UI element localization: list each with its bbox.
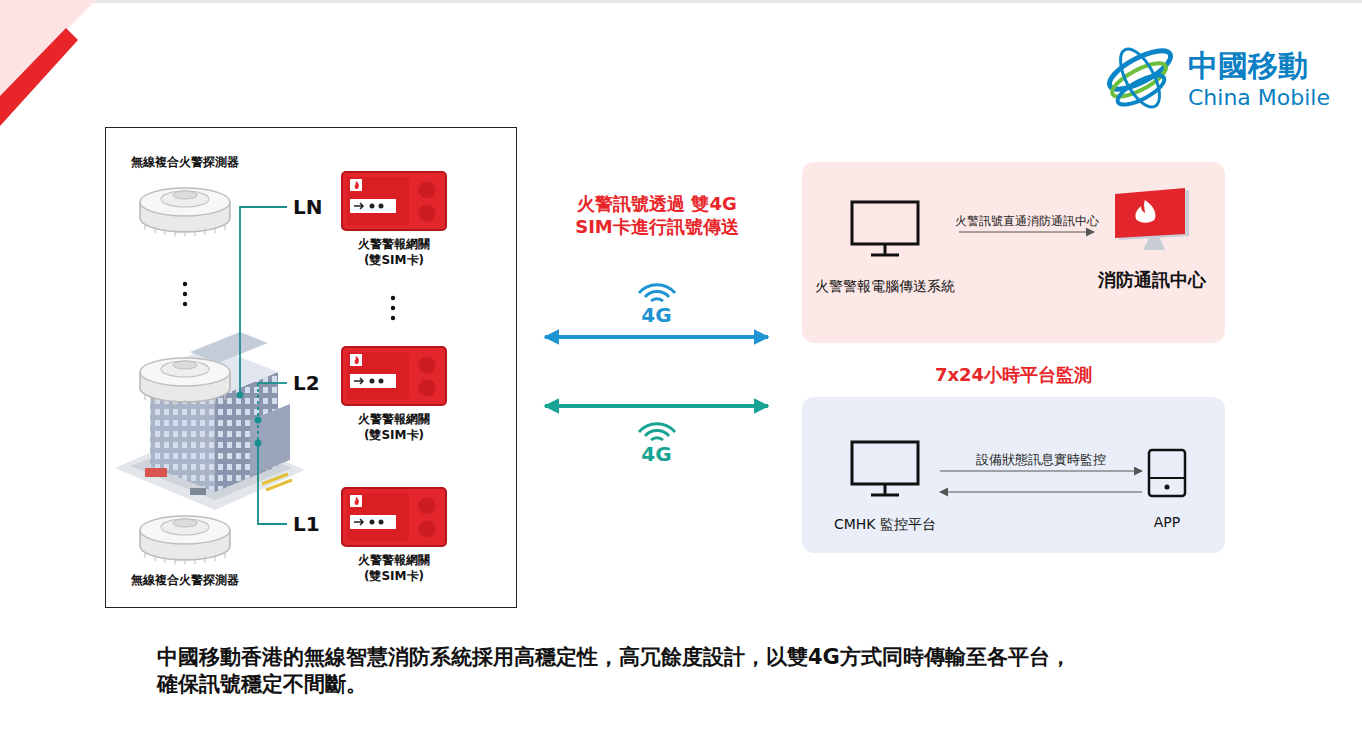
panel-heading: 7x24小時平台監測 bbox=[802, 363, 1225, 387]
floor-label: L1 bbox=[293, 512, 320, 536]
panel-ground bbox=[802, 162, 1225, 343]
signal-note: 火警訊號透過 雙4G SIM卡進行訊號傳送 bbox=[532, 192, 782, 239]
connector-arrow bbox=[940, 491, 1142, 492]
edge-label: 設備狀態訊息實時監控 bbox=[973, 452, 1109, 468]
gateway-device bbox=[341, 171, 447, 231]
connector-arrow bbox=[959, 231, 1094, 232]
detector-illustration bbox=[140, 516, 230, 564]
edge-label-box: 火警訊號直通消防通訊中心 bbox=[952, 210, 1102, 229]
gateway-label: 火警警報網關 (雙SIM卡) bbox=[349, 412, 439, 443]
connector-arrow bbox=[545, 335, 768, 339]
detector-label: 無線複合火警探測器 bbox=[131, 572, 239, 589]
gateway-label: 火警警報網關 (雙SIM卡) bbox=[349, 553, 439, 584]
top-rule bbox=[0, 0, 1362, 3]
network-label: 4G bbox=[638, 303, 674, 327]
connector-arrow bbox=[545, 404, 768, 408]
alarm-panel: 火警警報電腦傳送系統 消防通訊中心 bbox=[802, 162, 1225, 343]
platform-node: CMHK 監控平台 bbox=[834, 440, 936, 534]
gateway: 火警警報網關 (雙SIM卡) bbox=[341, 171, 447, 268]
building-illustration bbox=[115, 332, 305, 510]
gateway-device bbox=[341, 346, 447, 406]
edge-label-box: 設備狀態訊息實時監控 bbox=[973, 449, 1109, 468]
app-node: APP bbox=[1146, 448, 1188, 530]
floor-wire bbox=[240, 207, 287, 524]
logo-text: 中國移動 bbox=[1188, 46, 1308, 87]
monitor-panel: CMHK 監控平台APP7x24小時平台監測 bbox=[802, 397, 1225, 553]
gateway-device bbox=[341, 487, 447, 547]
node-label: 消防通訊中心 bbox=[1098, 268, 1206, 292]
ellipsis-dots bbox=[183, 282, 395, 320]
connector-arrow bbox=[940, 470, 1142, 471]
fire-center-monitor bbox=[1109, 188, 1195, 254]
node-label: 火警警報電腦傳送系統 bbox=[815, 278, 955, 296]
edge-label-box: 4G bbox=[635, 279, 679, 327]
computer-node: 火警警報電腦傳送系統 bbox=[815, 200, 955, 296]
panel-ground bbox=[802, 397, 1225, 553]
signal-icon bbox=[635, 279, 679, 303]
gateway-label: 火警警報網關 (雙SIM卡) bbox=[349, 237, 439, 268]
caption: 中國移動香港的無線智慧消防系統採用高穩定性，高冗餘度設計，以雙4G方式同時傳輸至… bbox=[157, 644, 1247, 699]
gateway: 火警警報網關 (雙SIM卡) bbox=[341, 487, 447, 584]
monitor-icon bbox=[849, 200, 921, 258]
edge-label-box: 4G bbox=[635, 418, 679, 466]
node-label: CMHK 監控平台 bbox=[834, 516, 936, 534]
fire-center-node: 消防通訊中心 bbox=[1098, 188, 1206, 292]
wire-node bbox=[237, 392, 262, 447]
logo-text: China Mobile bbox=[1188, 85, 1330, 110]
monitor-icon bbox=[849, 440, 921, 498]
corner-decoration bbox=[0, 28, 78, 126]
floor-label: L2 bbox=[293, 371, 320, 395]
network-label: 4G bbox=[638, 442, 674, 466]
gateway: 火警警報網關 (雙SIM卡) bbox=[341, 346, 447, 443]
logo-mark bbox=[1104, 43, 1175, 113]
node-label: APP bbox=[1146, 514, 1188, 530]
detector-illustration bbox=[140, 358, 230, 406]
phone-icon bbox=[1146, 448, 1188, 498]
detector-illustration bbox=[140, 188, 230, 236]
edge-label: 火警訊號直通消防通訊中心 bbox=[952, 214, 1102, 228]
detector-label: 無線複合火警探測器 bbox=[131, 154, 239, 171]
floor-label: LN bbox=[293, 195, 322, 219]
signal-icon bbox=[635, 418, 679, 442]
